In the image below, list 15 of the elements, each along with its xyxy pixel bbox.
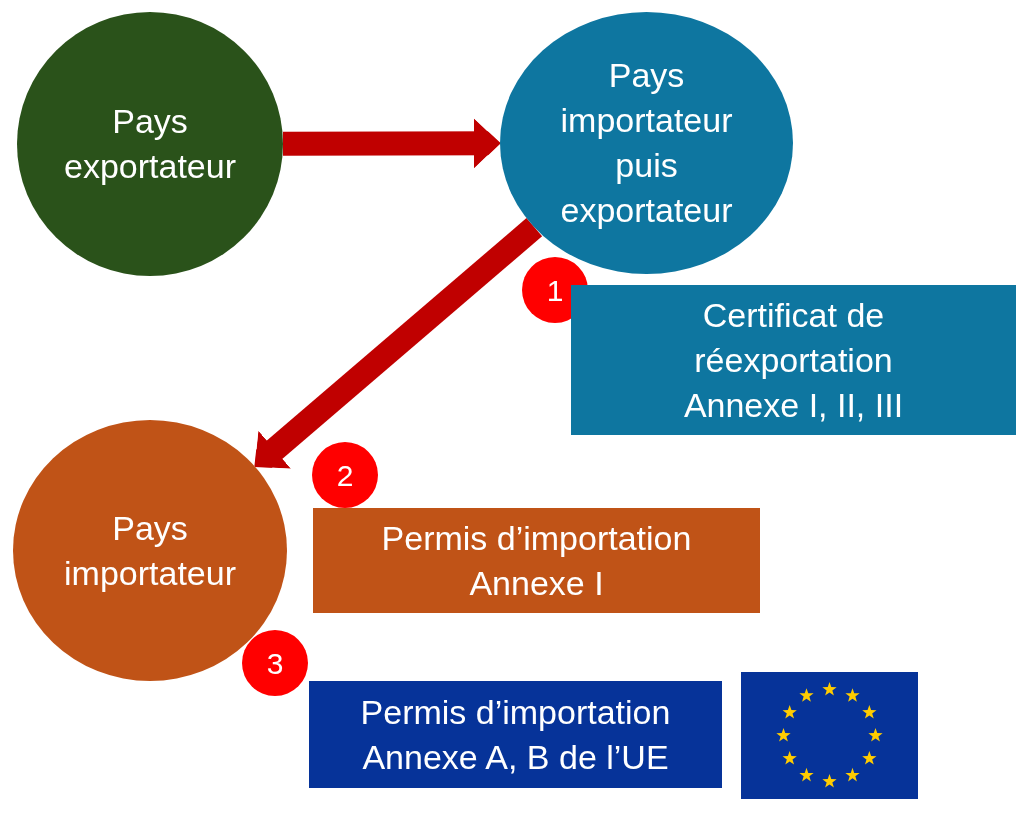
step-number: 2 bbox=[336, 457, 354, 494]
document-label: Certificat de réexportation Annexe I, II, III bbox=[682, 294, 905, 426]
document-label: Permis d’importation Annexe A, B de l’UE bbox=[359, 691, 672, 778]
arrow bbox=[254, 218, 543, 469]
step-number: 1 bbox=[546, 272, 564, 309]
document-panel bbox=[313, 508, 760, 613]
country-label: Pays importateur bbox=[63, 507, 237, 594]
arrow bbox=[282, 118, 501, 169]
country-label: Pays exportateur bbox=[63, 101, 237, 187]
country-label: Pays importateur puis exportateur bbox=[559, 55, 734, 231]
document-panel bbox=[309, 681, 722, 788]
step-number: 3 bbox=[266, 645, 284, 682]
document-panel bbox=[571, 285, 1016, 435]
eu-flag bbox=[741, 672, 918, 799]
document-label: Permis d’importation Annexe I bbox=[380, 517, 693, 604]
